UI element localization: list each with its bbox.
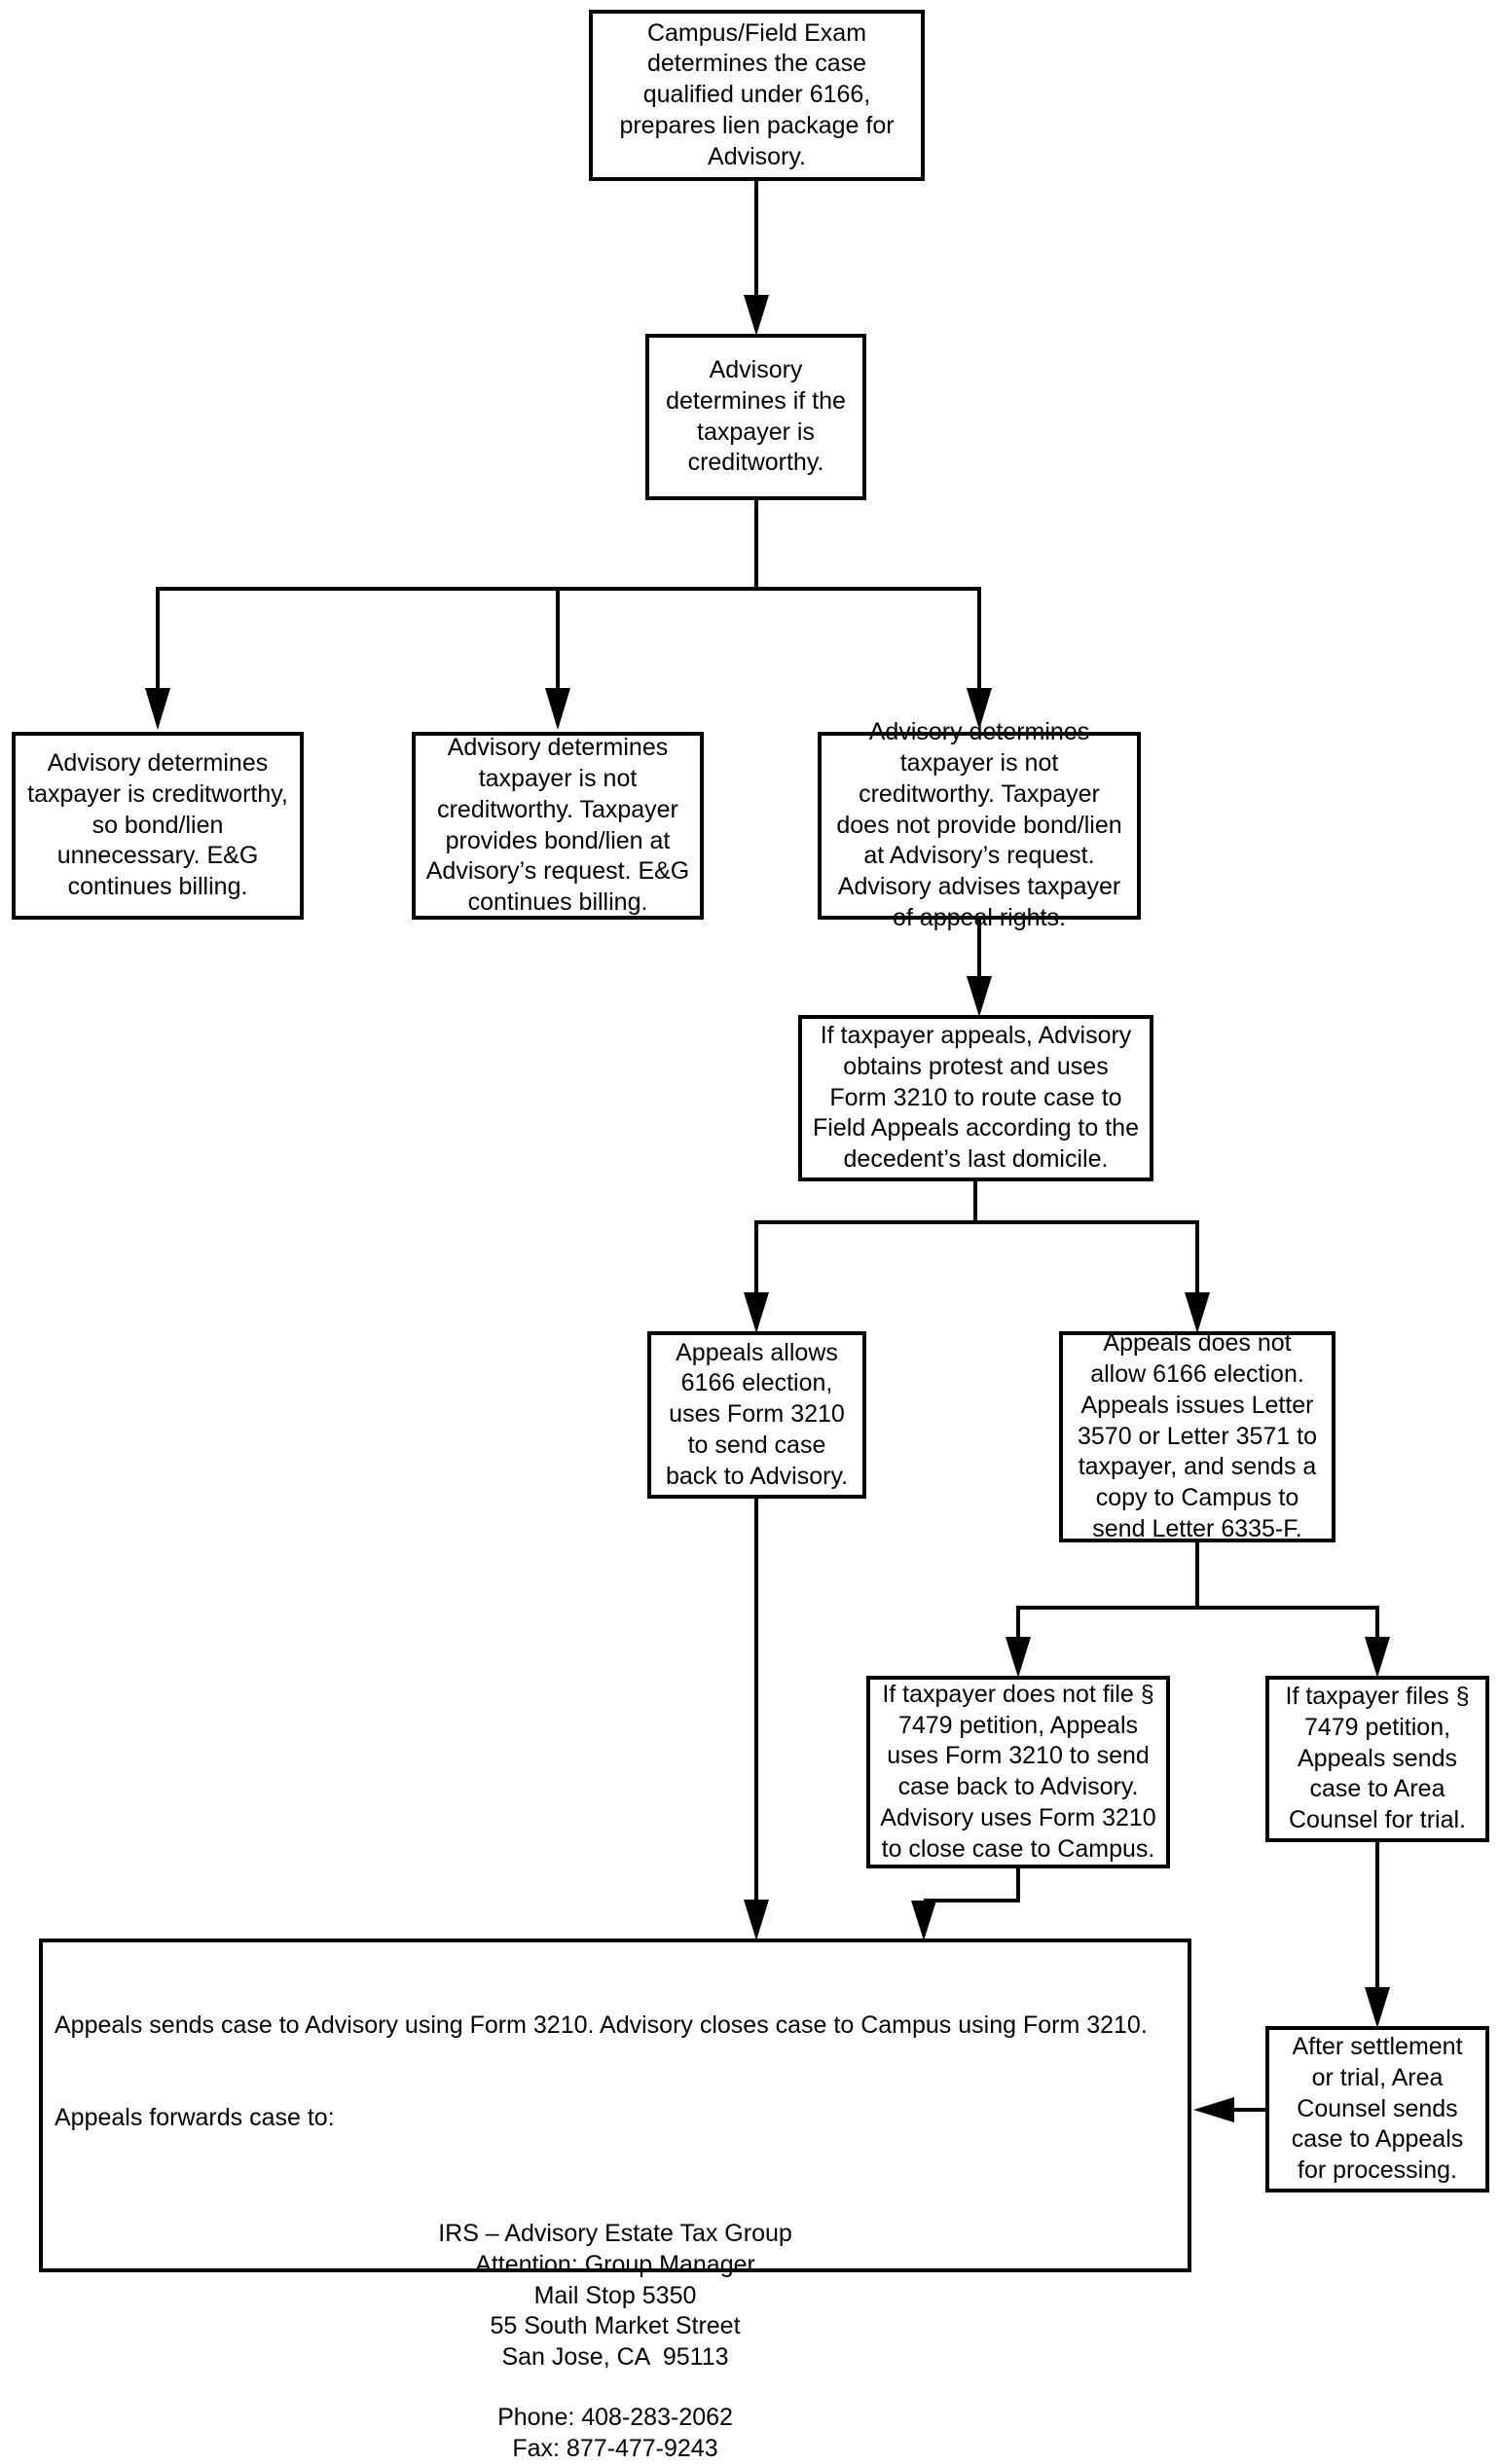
connector-nopetition-to-closing: [924, 1868, 1020, 1901]
address-line: Attention: Group Manager: [55, 2250, 1176, 2281]
flowchart-6166-lien-process: Campus/Field Exam determines the case qu…: [0, 0, 1500, 2301]
node-no-7479-petition: If taxpayer does not file § 7479 petitio…: [866, 1676, 1170, 1868]
node-closing-address: Appeals sends case to Advisory using For…: [39, 1939, 1191, 2272]
arrowheads: [145, 295, 1390, 2122]
closing-line-2: Appeals forwards case to:: [55, 2103, 1176, 2134]
node-appeals-disallows-election: Appeals does not allow 6166 election. Ap…: [1059, 1331, 1335, 1542]
address-line: San Jose, CA 95113: [55, 2342, 1176, 2373]
connector-appeals-branch: [754, 1180, 1199, 1292]
node-taxpayer-appeals-route: If taxpayer appeals, Advisory obtains pr…: [798, 1015, 1153, 1181]
node-campus-field-exam: Campus/Field Exam determines the case qu…: [589, 10, 925, 181]
phone-number: Phone: 408-283-2062: [55, 2403, 1176, 2434]
node-7479-petition-filed: If taxpayer files § 7479 petition, Appea…: [1265, 1676, 1489, 1842]
connector-petition-branch: [1016, 1542, 1379, 1637]
node-advisory-creditworthy-check: Advisory determines if the taxpayer is c…: [645, 334, 866, 500]
node-not-creditworthy-bond-provided: Advisory determines taxpayer is not cred…: [412, 732, 704, 920]
address-line: Mail Stop 5350: [55, 2281, 1176, 2312]
mailing-address: IRS – Advisory Estate Tax Group Attentio…: [55, 2219, 1176, 2373]
connector-advisory-branch: [156, 499, 981, 688]
address-line: IRS – Advisory Estate Tax Group: [55, 2219, 1176, 2250]
address-line: 55 South Market Street: [55, 2311, 1176, 2342]
node-creditworthy-no-bond-needed: Advisory determines taxpayer is creditwo…: [12, 732, 304, 920]
fax-number: Fax: 877-477-9243: [55, 2434, 1176, 2464]
closing-line-1: Appeals sends case to Advisory using For…: [55, 2011, 1176, 2042]
node-appeals-allows-election: Appeals allows 6166 election, uses Form …: [647, 1331, 866, 1499]
node-after-settlement-or-trial: After settlement or trial, Area Counsel …: [1265, 2026, 1489, 2192]
node-not-creditworthy-no-bond: Advisory determines taxpayer is not cred…: [818, 732, 1141, 920]
